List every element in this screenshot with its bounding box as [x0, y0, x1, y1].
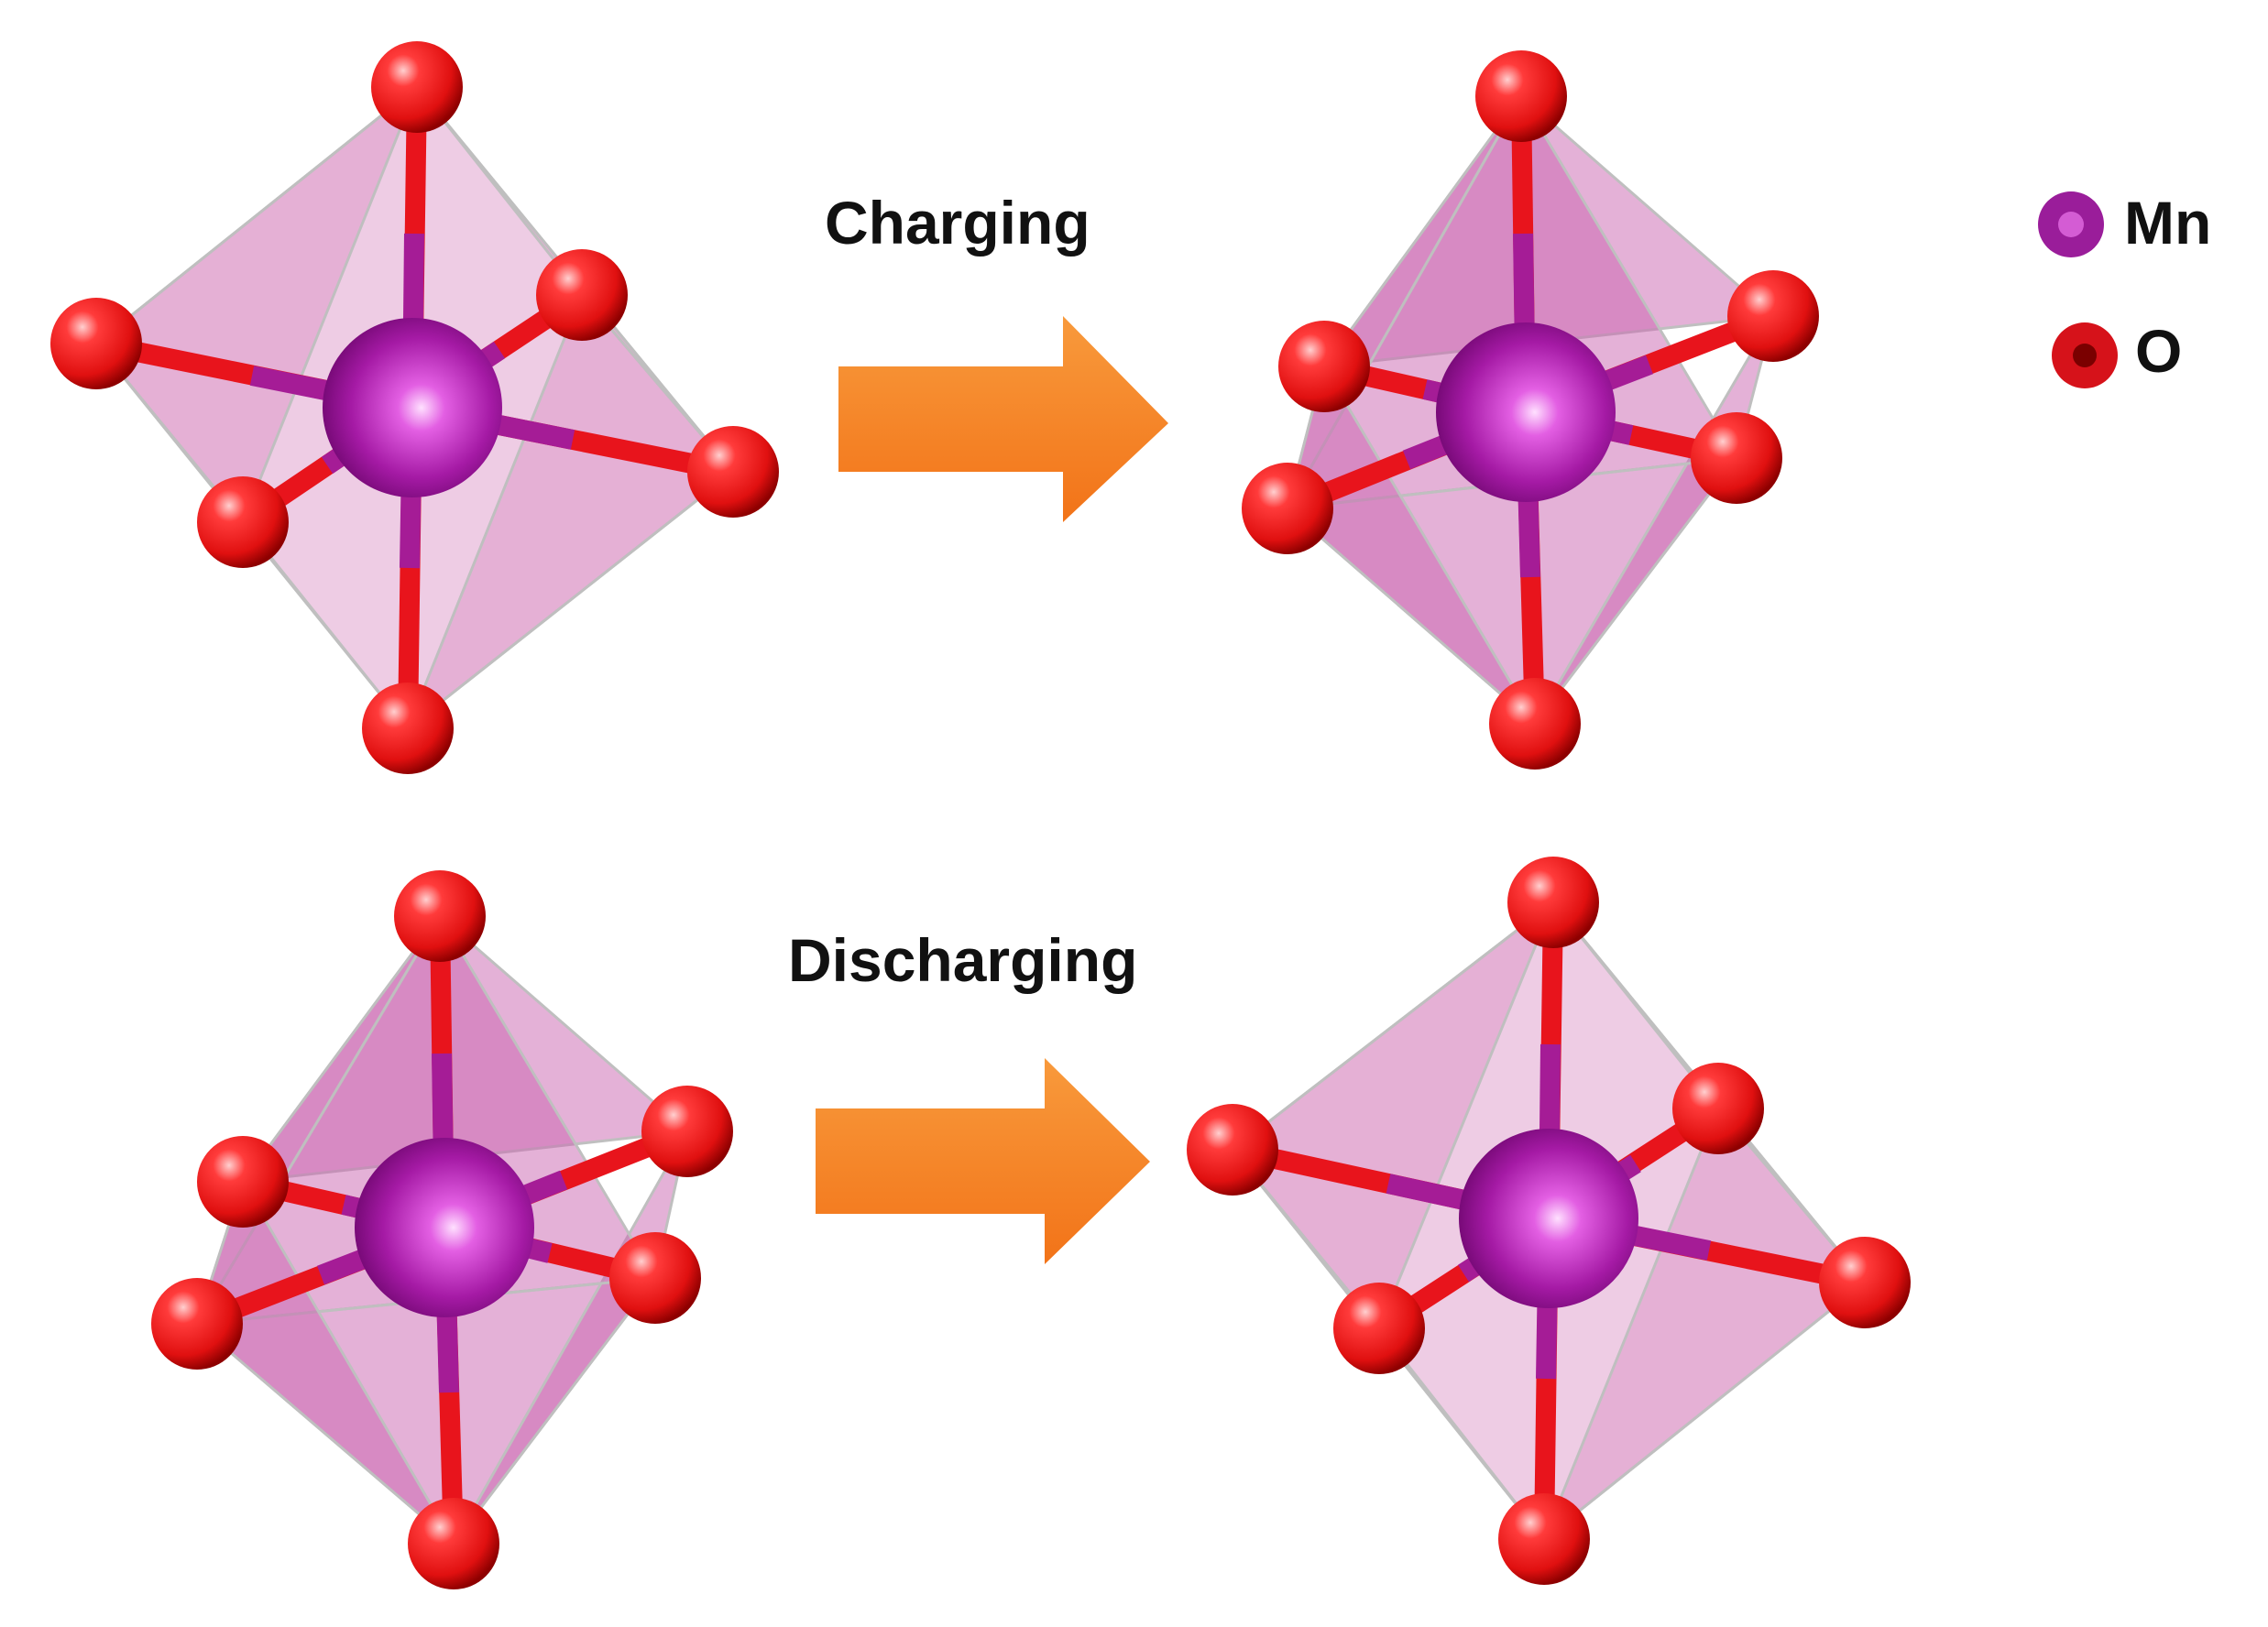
o-atom: [1489, 678, 1581, 770]
o-atom: [394, 870, 486, 962]
o-atom: [1672, 1063, 1764, 1154]
o-atom: [50, 298, 142, 389]
o-atom: [1727, 270, 1819, 362]
octahedron-bottom-left: [151, 870, 733, 1589]
o-atom: [151, 1278, 243, 1370]
o-atom: [371, 41, 463, 133]
discharging-arrow: [816, 1058, 1150, 1264]
legend-mn-label: Mn: [2124, 189, 2212, 257]
octahedron-bottom-right: [1187, 857, 1911, 1585]
o-atom: [197, 1136, 289, 1228]
mn-atom: [323, 318, 502, 497]
o-atom: [1278, 321, 1370, 412]
octahedron-top-left: [50, 41, 779, 774]
legend-o-atom: [2052, 322, 2118, 388]
o-atom: [408, 1498, 499, 1589]
charging-arrow: [838, 316, 1168, 522]
polyhedron-faces: [193, 913, 691, 1546]
mn-atom: [1436, 322, 1616, 502]
o-atom: [687, 426, 779, 518]
legend-o-label: O: [2135, 317, 2183, 385]
polyhedron-faces: [1284, 93, 1777, 726]
o-atom: [197, 476, 289, 568]
discharging-label: Discharging: [788, 926, 1138, 994]
o-atom: [1507, 857, 1599, 948]
legend-mn-atom: [2038, 191, 2104, 257]
o-atom: [536, 249, 628, 341]
octahedron-top-right: [1242, 50, 1819, 770]
o-atom: [1242, 463, 1333, 554]
o-atom: [609, 1232, 701, 1324]
o-atom: [1691, 412, 1782, 504]
mn-atom: [1459, 1129, 1638, 1308]
charging-label: Charging: [825, 189, 1090, 257]
mn-atom: [355, 1138, 534, 1317]
o-atom: [1819, 1237, 1911, 1328]
o-atom: [362, 682, 454, 774]
o-atom: [641, 1086, 733, 1177]
o-atom: [1333, 1283, 1425, 1374]
o-atom: [1498, 1493, 1590, 1585]
o-atom: [1187, 1104, 1278, 1196]
o-atom: [1475, 50, 1567, 142]
